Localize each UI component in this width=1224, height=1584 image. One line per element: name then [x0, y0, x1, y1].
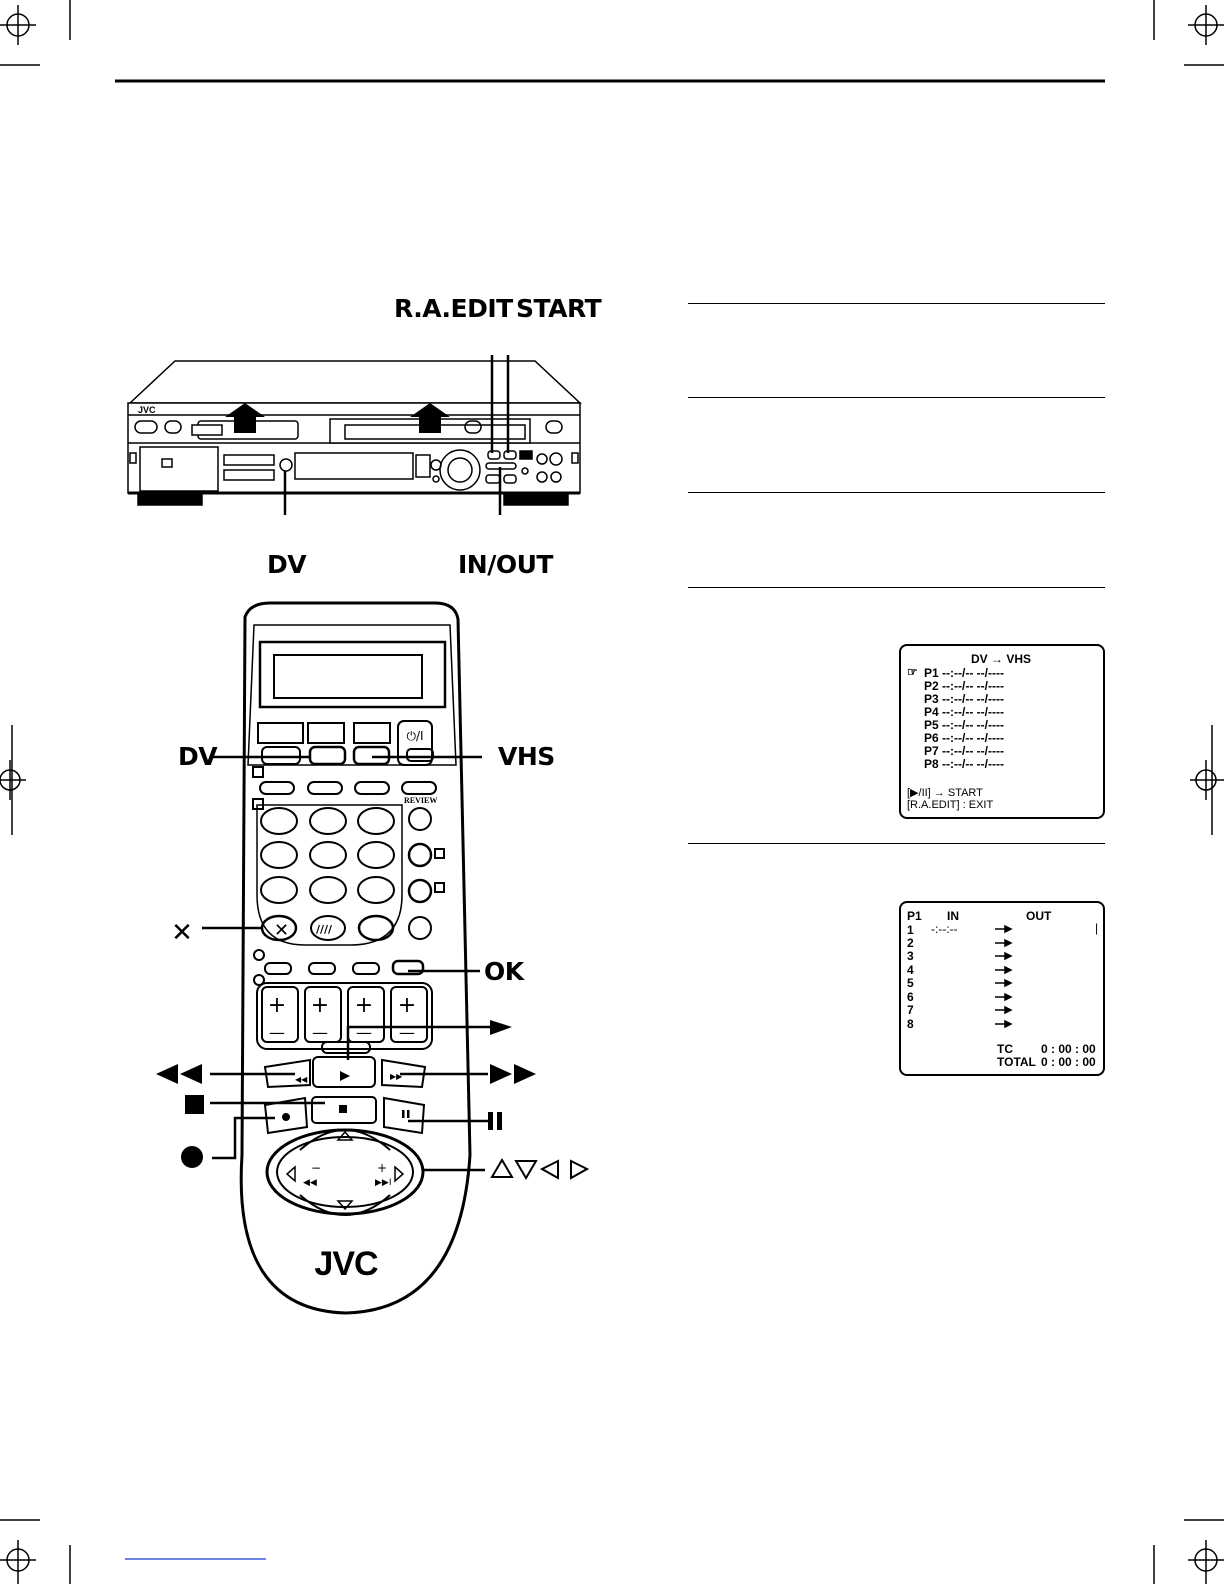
- section-rule-1: [688, 303, 1105, 304]
- remote-brand: JVC: [314, 1245, 378, 1283]
- vhs-remote-callout: VHS: [498, 742, 555, 771]
- osd-arrows: [995, 924, 1013, 1029]
- osd-row: P8 --:--/-- --/----: [924, 757, 1004, 771]
- osd-inout-row: 4: [907, 963, 914, 977]
- svg-text:◀◀: ◀◀: [303, 1178, 317, 1188]
- svg-text:—: —: [312, 1023, 328, 1042]
- remote-illustration: + + + + — — — — ◀◀ ▶▶ ◀◀ ▶▶I − + ✕ //// …: [156, 601, 590, 1315]
- section-rule-2: [688, 397, 1105, 398]
- svg-text:▶▶I: ▶▶I: [375, 1178, 392, 1188]
- svg-text:◀◀: ◀◀: [295, 1075, 308, 1084]
- svg-text:+: +: [355, 993, 373, 1018]
- svg-text:+: +: [398, 993, 416, 1018]
- dv-remote-callout: DV: [178, 742, 218, 771]
- osd-scroll-mark: |: [1095, 921, 1099, 935]
- osd-cursor-icon: ☞: [907, 665, 918, 679]
- osd-inout-row: 5: [907, 976, 914, 990]
- in-out-callout: IN/OUT: [458, 550, 553, 579]
- osd-total-label: TOTAL: [997, 1055, 1036, 1069]
- start-callout: START: [516, 294, 602, 323]
- osd-first-in: -:--:--: [931, 922, 958, 936]
- reg-mark-top-right: [1153, 0, 1224, 66]
- clear-x-glyph: ✕: [171, 918, 193, 948]
- ra-edit-callout: R.A.EDIT: [394, 294, 513, 323]
- osd-row: P4 --:--/-- --/----: [924, 705, 1004, 719]
- svg-text:−: −: [311, 1161, 321, 1175]
- deck-brand: JVC: [138, 405, 156, 415]
- osd-program-screen: DV → VHS ☞ P1 --:--/-- --/---- P2 --:--/…: [899, 644, 1105, 819]
- svg-text:—: —: [269, 1023, 285, 1042]
- osd-inout-row: 6: [907, 990, 914, 1004]
- svg-text:+: +: [268, 993, 286, 1018]
- osd-footer-start: [▶/II] → START: [907, 787, 983, 799]
- reg-mark-mid-left: [0, 725, 26, 835]
- svg-text:▶▶: ▶▶: [390, 1072, 403, 1081]
- osd-inout-row: 8: [907, 1017, 914, 1031]
- svg-text:✕: ✕: [274, 920, 289, 941]
- reg-mark-bottom-right: [1153, 1519, 1224, 1584]
- osd-tc-label: TC: [997, 1042, 1013, 1056]
- reg-mark-bottom-left: [0, 1519, 71, 1584]
- osd-prog-label: P1: [907, 909, 922, 923]
- osd-in-label: IN: [947, 909, 959, 923]
- osd-total-value: 0 : 00 : 00: [1041, 1055, 1096, 1069]
- dv-front-callout: DV: [267, 550, 307, 579]
- osd-row: P2 --:--/-- --/----: [924, 679, 1004, 693]
- svg-text:+: +: [311, 993, 329, 1018]
- osd-inout-screen: P1 IN OUT | -:--:-- 1 2 3 4 5 6 7 8 TC 0…: [899, 901, 1105, 1076]
- section-rule-4: [688, 587, 1105, 588]
- osd-inout-row: 7: [907, 1003, 914, 1017]
- section-rule-5: [688, 843, 1105, 844]
- svg-text:+: +: [377, 1161, 387, 1175]
- osd-row: P1 --:--/-- --/----: [924, 666, 1004, 680]
- remote-review-label: REVIEW: [404, 796, 437, 805]
- osd-row: P7 --:--/-- --/----: [924, 744, 1004, 758]
- section-rule-3: [688, 492, 1105, 493]
- osd-out-label: OUT: [1026, 909, 1052, 923]
- reg-mark-top-left: [0, 0, 71, 66]
- reg-mark-mid-right: [1190, 725, 1224, 835]
- osd-tc-value: 0 : 00 : 00: [1041, 1042, 1096, 1056]
- osd-inout-row: 1: [907, 923, 914, 937]
- osd-inout-row: 3: [907, 949, 914, 963]
- osd-inout-row: 2: [907, 936, 914, 950]
- osd-footer-exit: [R.A.EDIT] : EXIT: [907, 799, 994, 811]
- ok-callout: OK: [484, 957, 524, 986]
- svg-text:////: ////: [316, 923, 333, 936]
- osd-row: P3 --:--/-- --/----: [924, 692, 1004, 706]
- osd-row: P5 --:--/-- --/----: [924, 718, 1004, 732]
- osd-row: P6 --:--/-- --/----: [924, 731, 1004, 745]
- remote-power-label: ⏻/I: [406, 729, 423, 743]
- deck-illustration: JVC: [127, 355, 582, 515]
- osd-program-title: DV → VHS: [971, 652, 1032, 666]
